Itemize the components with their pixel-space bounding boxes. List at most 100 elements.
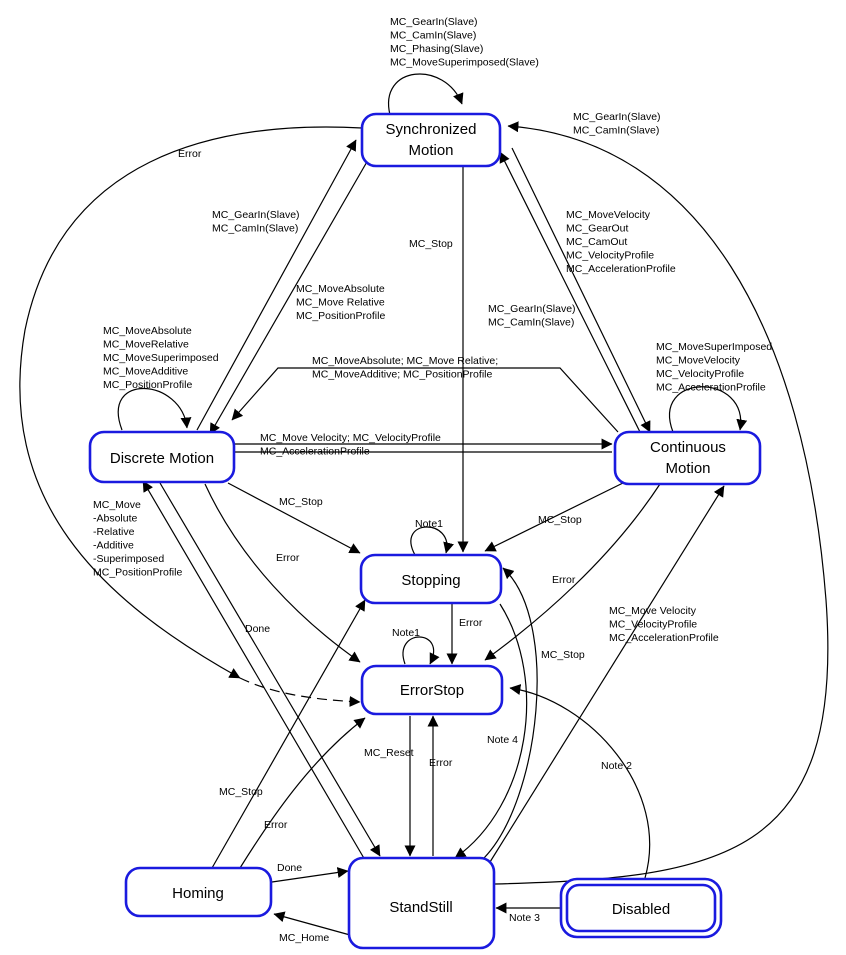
- label-line: Error: [264, 819, 288, 831]
- state-homing: Homing: [124, 866, 273, 918]
- edge-continuous-to-errorstop: [484, 483, 661, 661]
- edge-stopping-self: [410, 526, 454, 556]
- label-line: MC_Move Relative: [296, 297, 385, 309]
- state-label-line: Synchronized: [386, 121, 477, 138]
- edge-continuous-to-discrete: [231, 367, 619, 433]
- label-line: MC_Home: [279, 932, 329, 944]
- label-line: -Absolute: [93, 513, 138, 525]
- label-line: MC_AccelerationProfile: [656, 382, 766, 394]
- transition-labels: MC_GearIn(Slave) MC_CamIn(Slave) MC_Phasin…: [93, 16, 772, 944]
- state-label-line: Homing: [172, 885, 224, 902]
- label-line: MC_GearIn(Slave): [488, 303, 576, 315]
- label-line: Error: [459, 617, 483, 629]
- edge-homing-to-stopping: [211, 599, 366, 869]
- label-line: MC_MoveAdditive: [103, 366, 188, 378]
- edge-homing-to-standstill: [271, 867, 349, 883]
- state-discrete-motion: Discrete Motion: [88, 430, 236, 484]
- label-standstill-stop: MC_Stop: [541, 649, 585, 661]
- edge-discrete-to-standstill: [159, 482, 381, 857]
- label-line: MC_Move Velocity; MC_VelocityProfile: [260, 432, 441, 444]
- label-standstill-error: Error: [429, 757, 453, 769]
- label-homing-done: Done: [277, 862, 302, 874]
- label-line: MC_MoveRelative: [103, 339, 189, 351]
- label-line: MC_GearIn(Slave): [212, 209, 300, 221]
- label-standstill-to-sync: MC_GearIn(Slave)MC_CamIn(Slave): [573, 111, 661, 137]
- label-line: Error: [276, 552, 300, 564]
- state-stopping: Stopping: [359, 553, 503, 605]
- label-stopping-note4: Note 4: [487, 734, 518, 746]
- label-line: Note 2: [601, 760, 632, 772]
- state-label-line: Motion: [665, 460, 710, 477]
- label-discrete-stop: MC_Stop: [279, 496, 323, 508]
- label-line: Note1: [415, 518, 443, 530]
- state-errorstop: ErrorStop: [360, 664, 504, 716]
- edge-discrete-self: [117, 387, 192, 431]
- label-line: Error: [178, 148, 202, 160]
- label-disabled-note2: Note 2: [601, 760, 632, 772]
- label-line: MC_Stop: [409, 238, 453, 250]
- svg-text:ErrorStop: ErrorStop: [400, 682, 464, 699]
- edge-disabled-to-errorstop: [509, 684, 651, 879]
- label-line: MC_MoveAbsolute: [296, 283, 385, 295]
- label-homing-stop: MC_Stop: [219, 786, 263, 798]
- edge-discrete-to-stopping: [227, 482, 361, 554]
- edge-standstill-to-continuous: [489, 485, 725, 863]
- label-line: MC_MoveVelocity: [566, 209, 651, 221]
- state-label-line: StandStill: [389, 899, 452, 916]
- label-continuous-to-discrete: MC_MoveAbsolute; MC_Move Relative; MC_Mov…: [312, 355, 498, 381]
- label-sync-stop: MC_Stop: [409, 238, 453, 250]
- label-line: MC_Stop: [219, 786, 263, 798]
- state-label-line: ErrorStop: [400, 682, 464, 699]
- label-line: MC_VelocityProfile: [609, 619, 697, 631]
- label-line: MC_MoveSuperImposed: [656, 341, 772, 353]
- state-label-line: Discrete Motion: [110, 450, 214, 467]
- edge-errorstop-self: [402, 636, 440, 665]
- label-line: Done: [277, 862, 302, 874]
- label-line: Done: [245, 623, 270, 635]
- label-line: MC_MoveAbsolute; MC_Move Relative;: [312, 355, 498, 367]
- label-discrete-to-sync: MC_GearIn(Slave) MC_CamIn(Slave): [212, 209, 300, 235]
- state-label-line: Continuous: [650, 439, 726, 456]
- label-errorstop-note: Note1: [392, 627, 420, 639]
- label-line: MC_VelocityProfile: [566, 250, 654, 262]
- label-line: MC_Move: [93, 499, 141, 511]
- label-disabled-note3: Note 3: [509, 912, 540, 924]
- svg-text:Discrete Motion: Discrete Motion: [110, 450, 214, 467]
- label-sync-self: MC_GearIn(Slave)MC_CamIn(Slave)MC_Phasin…: [390, 16, 539, 69]
- label-line: MC_MoveAdditive; MC_PositionProfile: [312, 369, 492, 381]
- label-stopping-note: Note1: [415, 518, 443, 530]
- edge-standstill-to-sync: [494, 121, 829, 885]
- edge-discrete-to-errorstop: [204, 483, 361, 663]
- svg-text:Stopping: Stopping: [401, 572, 460, 589]
- edge-sync-to-continuous: [511, 147, 651, 433]
- label-line: -Superimposed: [93, 553, 164, 565]
- label-line: -Relative: [93, 526, 135, 538]
- label-continuous-error: Error: [552, 574, 576, 586]
- label-line: MC_CamIn(Slave): [212, 223, 298, 235]
- edge-sync-error-tail: [239, 677, 361, 707]
- label-line: MC_PositionProfile: [296, 310, 385, 322]
- edge-homing-to-errorstop: [239, 717, 366, 869]
- label-line: MC_Phasing(Slave): [390, 43, 483, 55]
- label-line: MC_CamIn(Slave): [488, 317, 574, 329]
- label-line: Note 4: [487, 734, 518, 746]
- label-continuous-to-sync: MC_GearIn(Slave) MC_CamIn(Slave): [488, 303, 576, 329]
- label-line: MC_MoveVelocity: [656, 355, 741, 367]
- label-line: MC_GearOut: [566, 223, 629, 235]
- edge-continuous-to-sync: [499, 151, 641, 433]
- state-label-line: Stopping: [401, 572, 460, 589]
- edge-standstill-to-discrete: [142, 480, 366, 861]
- label-line: Error: [429, 757, 453, 769]
- label-line: MC_CamOut: [566, 236, 627, 248]
- label-line: MC_AccelerationProfile: [609, 632, 719, 644]
